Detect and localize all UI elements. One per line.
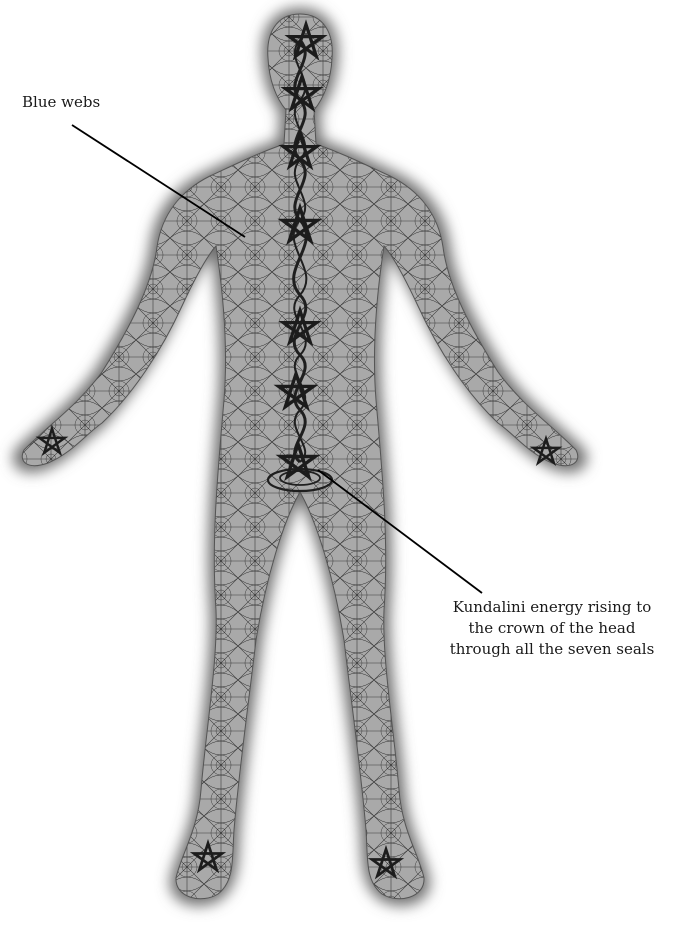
label-kundalini-line-3: through all the seven seals — [432, 639, 672, 660]
label-kundalini-energy: Kundalini energy rising to the crown of … — [432, 597, 672, 660]
label-kundalini-line-1: Kundalini energy rising to — [432, 597, 672, 618]
label-kundalini-line-2: the crown of the head — [432, 618, 672, 639]
label-blue-webs: Blue webs — [22, 92, 100, 113]
